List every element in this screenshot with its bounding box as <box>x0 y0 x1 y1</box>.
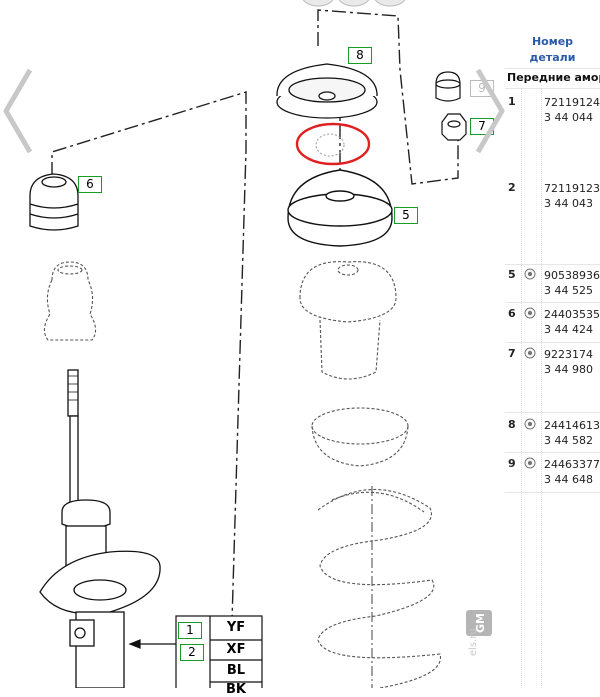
legend-cell-bl: BL <box>226 663 246 678</box>
callout-8[interactable]: 8 <box>348 47 372 64</box>
highlight-circle <box>295 122 371 166</box>
watermark-site: els.ru <box>468 628 479 656</box>
buffer-part-6[interactable] <box>29 173 79 231</box>
next-arrow[interactable] <box>474 66 508 156</box>
header-line-1: Номер <box>531 35 574 48</box>
gear-icon[interactable] <box>524 347 536 359</box>
callout-6[interactable]: 6 <box>78 176 102 193</box>
legend-cell-xf: XF <box>226 642 246 657</box>
gear-icon[interactable] <box>524 418 536 430</box>
row-number: 1 <box>508 95 516 108</box>
part-number-header: Номер детали <box>505 34 600 66</box>
gear-icon[interactable] <box>524 268 536 280</box>
legend-cell-bk: BK <box>226 682 246 697</box>
row-number: 7 <box>508 347 516 360</box>
nut-part-7[interactable] <box>441 113 467 141</box>
prev-arrow[interactable] <box>0 66 34 156</box>
seat-part-5[interactable] <box>287 169 393 247</box>
row-number: 2 <box>508 181 516 194</box>
header-line-2: детали <box>529 51 576 64</box>
group-label: Передние аморт <box>507 71 600 84</box>
callout-2[interactable]: 2 <box>180 644 204 661</box>
callout-1[interactable]: 1 <box>178 622 202 639</box>
dust-boot <box>43 261 97 341</box>
row-number: 8 <box>508 418 516 431</box>
gear-icon[interactable] <box>524 457 536 469</box>
top-thumbnails <box>302 0 406 7</box>
spring-seat <box>311 407 409 467</box>
shock-strut <box>39 369 161 688</box>
cap-part-9[interactable] <box>435 71 461 102</box>
legend-cell-yf: YF <box>226 620 246 635</box>
gear-icon[interactable] <box>524 307 536 319</box>
row-number: 9 <box>508 457 516 470</box>
callout-5[interactable]: 5 <box>394 207 418 224</box>
parts-diagram: GM <box>29 0 492 688</box>
row-number: 6 <box>508 307 516 320</box>
chevron-right-icon <box>475 68 505 154</box>
parts-list-panel: Номер детали Передние аморт 1 721191243 … <box>505 0 600 688</box>
gm-logo: GM <box>466 610 492 636</box>
svg-text:GM: GM <box>474 613 487 633</box>
chevron-left-icon <box>3 68 33 154</box>
top-mount-part-8[interactable] <box>276 63 378 119</box>
coil-spring <box>317 486 442 688</box>
bump-stop <box>299 261 397 380</box>
row-number: 5 <box>508 268 516 281</box>
